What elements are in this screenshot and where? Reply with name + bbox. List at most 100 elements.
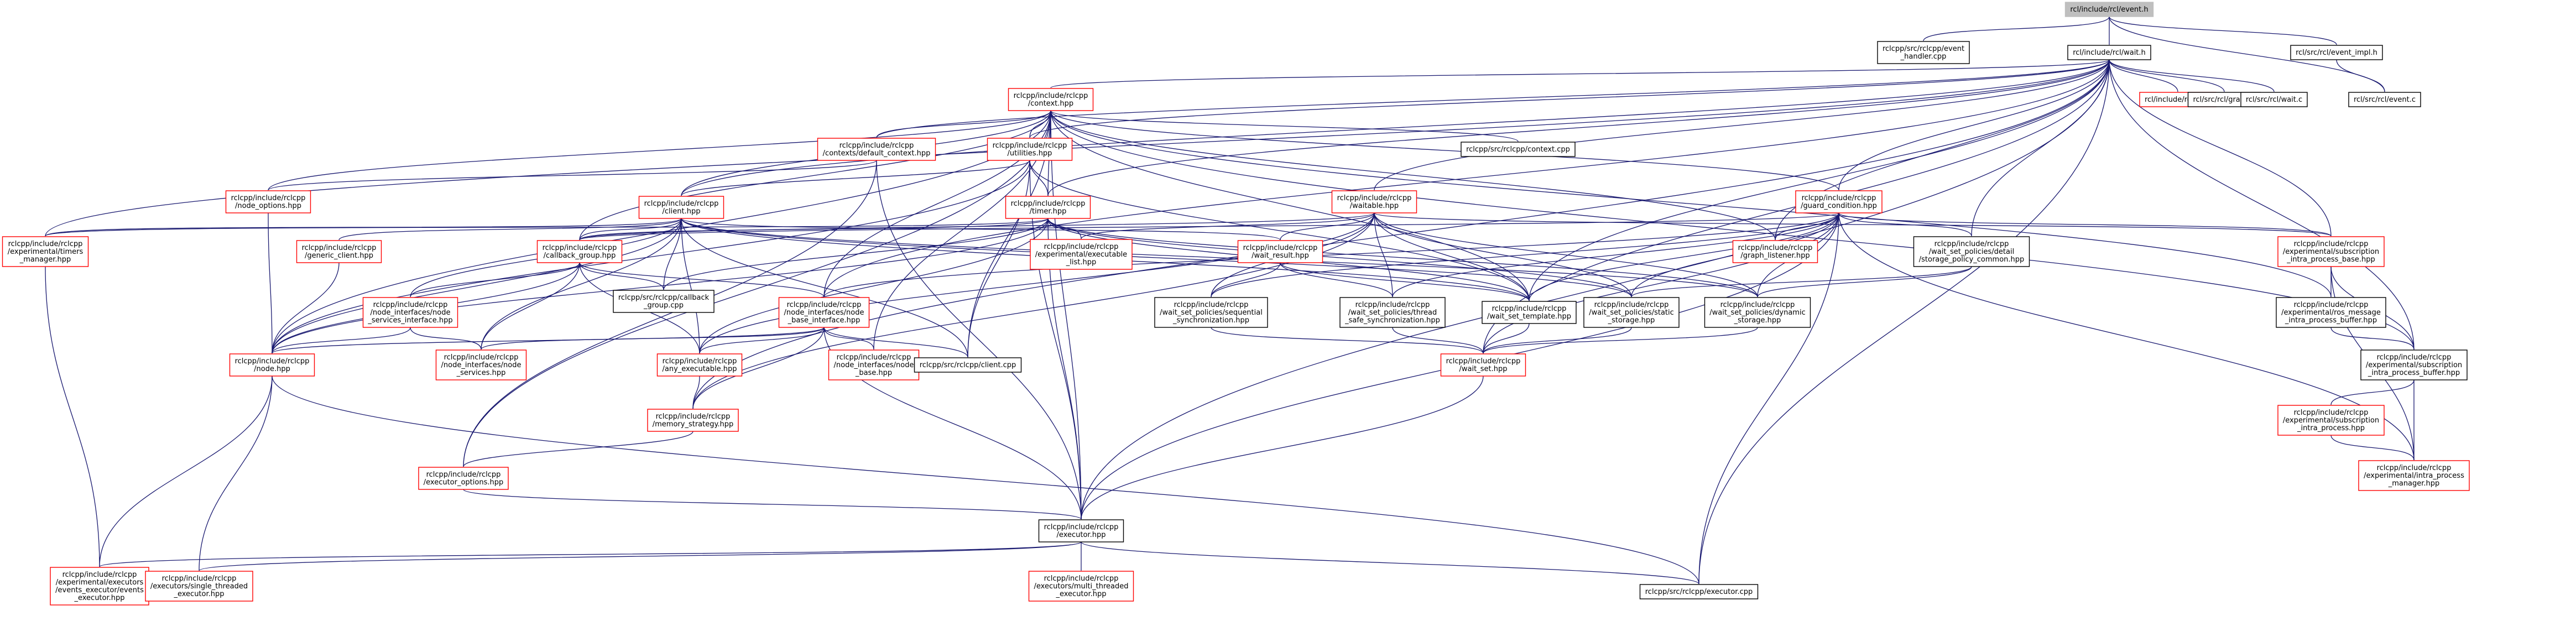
node-subscription-ipb-hpp[interactable]: rclcpp/include/rclcpp/experimental/subsc… (2277, 236, 2385, 267)
node-label: rclcpp/include/rclcpp (1014, 92, 1088, 100)
node-label: rclcpp/include/rclcpp (426, 471, 501, 479)
node-label: _intra_process_buffer.hpp (2368, 369, 2460, 377)
edge-wait_set_template_hpp-to-wait_set_hpp (1483, 318, 1532, 354)
node-waitable-hpp[interactable]: rclcpp/include/rclcpp/waitable.hpp (1331, 190, 1417, 213)
node-label: rclcpp/include/rclcpp (1044, 523, 1119, 531)
node-default-context-hpp[interactable]: rclcpp/include/rclcpp/contexts/default_c… (817, 138, 936, 161)
node-single-threaded-hpp[interactable]: rclcpp/include/rclcpp/executors/single_t… (145, 571, 253, 602)
node-node-services-interface-hpp[interactable]: rclcpp/include/rclcpp/node_interfaces/no… (362, 297, 458, 328)
node-label: /executors/single_threaded (150, 582, 248, 591)
node-event-c[interactable]: rcl/src/rcl/event.c (2348, 92, 2421, 107)
node-subscription-ip-hpp[interactable]: rclcpp/include/rclcpp/experimental/subsc… (2277, 405, 2385, 436)
edge-client_hpp-to-wait_result_hpp (679, 213, 1281, 241)
node-box (225, 190, 311, 213)
node-context-hpp[interactable]: rclcpp/include/rclcpp/context.hpp (1008, 88, 1094, 111)
node-subscription-ipbuf-hpp[interactable]: rclcpp/include/rclcpp/experimental/subsc… (2360, 349, 2468, 380)
node-wait-c[interactable]: rcl/src/rcl/wait.c (2240, 92, 2308, 107)
edge-utilities_hpp-to-client_cpp (967, 155, 1033, 358)
node-event-h[interactable]: rcl/include/rcl/event.h (2064, 2, 2154, 17)
node-event-impl-h[interactable]: rcl/src/rcl/event_impl.h (2290, 45, 2383, 60)
node-label: _list.hpp (1066, 258, 1096, 267)
node-label: rclcpp/src/rclcpp/event (1883, 45, 1964, 53)
node-utilities-hpp[interactable]: rclcpp/include/rclcpp/utilities.hpp (987, 138, 1073, 161)
node-label: rclcpp/include/rclcpp (8, 240, 83, 248)
node-box (418, 467, 509, 490)
node-client-cpp[interactable]: rclcpp/src/rclcpp/client.cpp (914, 357, 1022, 373)
node-wait-h[interactable]: rcl/include/rcl/wait.h (2067, 45, 2151, 60)
node-memory-strategy-hpp[interactable]: rclcpp/include/rclcpp/memory_strategy.hp… (647, 409, 739, 432)
node-label: rcl/src/rcl/wait.c (2246, 96, 2302, 104)
node-label: rclcpp/include/rclcpp (1446, 357, 1521, 366)
node-wait-set-template-hpp[interactable]: rclcpp/include/rclcpp/wait_set_template.… (1482, 301, 1577, 324)
node-box (2277, 405, 2385, 436)
edge-wait_h-to-executor_cpp (1698, 54, 2112, 585)
node-events-executor-hpp[interactable]: rclcpp/include/rclcpp/experimental/execu… (50, 567, 149, 606)
node-executable-list-hpp[interactable]: rclcpp/include/rclcpp/experimental/execu… (1030, 239, 1133, 270)
node-label: rclcpp/include/rclcpp (837, 353, 911, 362)
node-node-services-hpp[interactable]: rclcpp/include/rclcpp/node_interfaces/no… (435, 349, 527, 380)
node-callback-group-hpp[interactable]: rclcpp/include/rclcpp/callback_group.hpp (536, 240, 623, 263)
node-storage-policy-common-hpp[interactable]: rclcpp/include/rclcpp/wait_set_policies/… (1913, 236, 2030, 267)
node-label: rclcpp/include/rclcpp (1802, 194, 1876, 202)
node-box (1331, 190, 1417, 213)
node-node-options-hpp[interactable]: rclcpp/include/rclcpp/node_options.hpp (225, 190, 311, 213)
node-node-base-interface-hpp[interactable]: rclcpp/include/rclcpp/node_interfaces/no… (778, 297, 870, 328)
node-box (1704, 297, 1811, 328)
node-wait-set-hpp[interactable]: rclcpp/include/rclcpp/wait_set.hpp (1440, 353, 1526, 377)
node-timers-manager-hpp[interactable]: rclcpp/include/rclcpp/experimental/timer… (2, 236, 89, 267)
edge-guard_condition_hpp-to-storage_policy_common_hpp (1836, 207, 1972, 237)
node-multi-threaded-hpp[interactable]: rclcpp/include/rclcpp/executors/multi_th… (1028, 571, 1134, 602)
node-node-hpp[interactable]: rclcpp/include/rclcpp/node.hpp (229, 353, 315, 377)
node-label: rclcpp/include/rclcpp (656, 413, 731, 421)
edge-timer_hpp-to-callback_group_cpp (663, 213, 1051, 290)
node-label: _intra_process_base.hpp (2286, 255, 2375, 264)
node-label: /node_interfaces/node (784, 309, 864, 317)
node-context-cpp[interactable]: rclcpp/src/rclcpp/context.cpp (1461, 142, 1576, 157)
node-sequential-sync-hpp[interactable]: rclcpp/include/rclcpp/wait_set_policies/… (1154, 297, 1268, 328)
node-box (2277, 236, 2385, 267)
edge-dynamic_storage_hpp-to-wait_set_hpp (1483, 322, 1760, 354)
node-box (1038, 519, 1124, 542)
node-event-handler-cpp[interactable]: rclcpp/src/rclcpp/event_handler.cpp (1877, 41, 1970, 64)
node-label: /wait_set_policies/dynamic (1709, 309, 1805, 317)
node-any-executable-hpp[interactable]: rclcpp/include/rclcpp/any_executable.hpp (656, 353, 743, 377)
node-guard-condition-hpp[interactable]: rclcpp/include/rclcpp/guard_condition.hp… (1795, 190, 1883, 213)
edge-context_hpp-to-node_options_hpp (268, 105, 1054, 191)
node-label: _executor.hpp (173, 590, 224, 598)
edge-executor_hpp-to-executor_cpp (1078, 536, 1699, 585)
node-executor-options-hpp[interactable]: rclcpp/include/rclcpp/executor_options.h… (418, 467, 509, 490)
edge-timer_hpp-to-static_storage_hpp (1045, 213, 1632, 298)
node-label: rclcpp/include/rclcpp (302, 244, 377, 252)
edge-wait_h-to-timers_manager_hpp (45, 54, 2112, 237)
edge-default_context_hpp-to-node_options_hpp (268, 155, 879, 191)
node-client-hpp[interactable]: rclcpp/include/rclcpp/client.hpp (638, 196, 724, 219)
node-label: rclcpp/include/rclcpp (993, 142, 1067, 150)
node-ip-manager-hpp[interactable]: rclcpp/include/rclcpp/experimental/intra… (2358, 460, 2470, 491)
node-static-storage-hpp[interactable]: rclcpp/include/rclcpp/wait_set_policies/… (1583, 297, 1680, 328)
node-thread-safe-sync-hpp[interactable]: rclcpp/include/rclcpp/wait_set_policies/… (1339, 297, 1446, 328)
node-callback-group-cpp[interactable]: rclcpp/src/rclcpp/callback_group.cpp (613, 290, 715, 313)
node-box (2360, 349, 2468, 380)
node-generic-client-hpp[interactable]: rclcpp/include/rclcpp/generic_client.hpp (296, 240, 382, 263)
edge-wait_result_hpp-to-sequential_sync_hpp (1211, 257, 1283, 298)
node-executor-hpp[interactable]: rclcpp/include/rclcpp/executor.hpp (1038, 519, 1124, 542)
edge-timer_hpp-to-callback_group_hpp (579, 213, 1051, 241)
node-label: /node_options.hpp (235, 202, 301, 210)
edge-guard_condition_hpp-to-sequential_sync_hpp (1211, 207, 1842, 298)
node-ros-message-ipb-hpp[interactable]: rclcpp/include/rclcpp/experimental/ros_m… (2276, 297, 2386, 328)
node-box (1154, 297, 1268, 328)
node-wait-result-hpp[interactable]: rclcpp/include/rclcpp/wait_result.hpp (1237, 240, 1323, 263)
node-label: /wait_set_policies/thread (1348, 309, 1437, 317)
edge-context_hpp-to-guard_condition_hpp (1048, 105, 1839, 191)
node-label: _services.hpp (456, 369, 506, 377)
node-timer-hpp[interactable]: rclcpp/include/rclcpp/timer.hpp (1005, 196, 1091, 219)
node-dynamic-storage-hpp[interactable]: rclcpp/include/rclcpp/wait_set_policies/… (1704, 297, 1811, 328)
node-node-base-hpp[interactable]: rclcpp/include/rclcpp/node_interfaces/no… (828, 349, 920, 380)
node-graph-listener-hpp[interactable]: rclcpp/include/rclcpp/graph_listener.hpp (1732, 240, 1818, 263)
node-label: /context.hpp (1028, 100, 1073, 108)
node-box (435, 349, 527, 380)
node-box (1008, 88, 1094, 111)
node-executor-cpp[interactable]: rclcpp/src/rclcpp/executor.cpp (1639, 584, 1759, 599)
node-label: /executors/multi_threaded (1034, 582, 1129, 591)
node-label: /memory_strategy.hpp (653, 420, 733, 429)
